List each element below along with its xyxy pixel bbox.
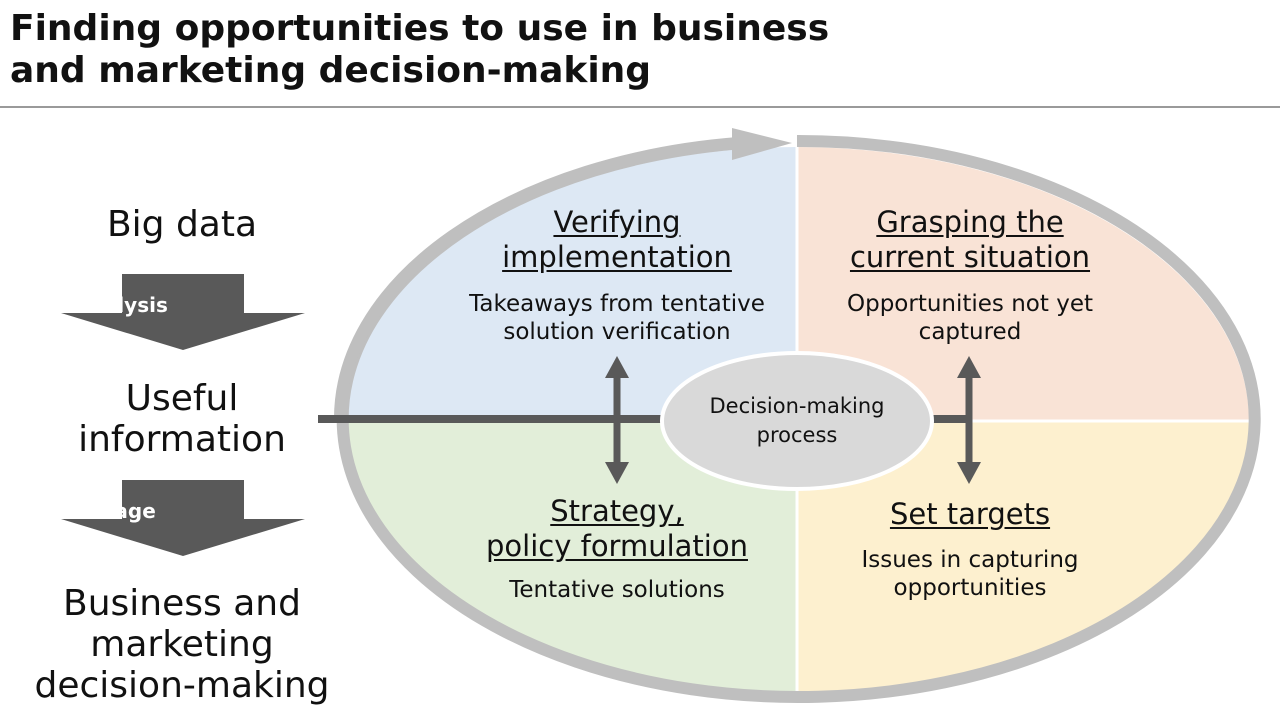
double-arrow-left-icon bbox=[605, 356, 629, 484]
title-line-2: and marketing decision-making bbox=[10, 50, 652, 91]
useful-information-label: Useful information bbox=[62, 378, 302, 460]
down-arrow-icon bbox=[61, 480, 305, 556]
page-title: Finding opportunities to use in business… bbox=[10, 8, 829, 92]
result-label: Business and marketing decision-making bbox=[22, 583, 342, 706]
result-line-1: Business and bbox=[63, 583, 301, 624]
double-arrow-right-icon bbox=[957, 356, 981, 484]
verifying-desc-line-1: Takeaways from tentative bbox=[469, 291, 765, 317]
analysis-label: Analysis bbox=[74, 293, 168, 317]
verifying-desc-line-2: solution verification bbox=[503, 319, 731, 345]
targets-title: Set targets bbox=[889, 497, 1051, 531]
center-line-1: Decision-making bbox=[709, 394, 885, 418]
grasping-desc-line-2: captured bbox=[918, 319, 1022, 345]
analysis-arrow: Analysis bbox=[0, 274, 320, 354]
strategy-title-line-1: Strategy, bbox=[550, 494, 684, 528]
verifying-title-line-2: implementation bbox=[502, 240, 732, 274]
usage-label: Usage bbox=[86, 499, 156, 523]
verifying-title: Verifying implementation bbox=[437, 205, 797, 275]
center-process-label: Decision-making process bbox=[667, 392, 927, 450]
down-arrow-icon bbox=[61, 274, 305, 350]
cycle-arrow-head bbox=[732, 128, 792, 160]
center-line-2: process bbox=[756, 423, 838, 447]
grasping-title-line-2: current situation bbox=[849, 240, 1091, 274]
grasping-desc-line-1: Opportunities not yet bbox=[846, 291, 1093, 317]
targets-description: Issues in capturing opportunities bbox=[790, 546, 1150, 602]
big-data-label: Big data bbox=[106, 204, 258, 245]
result-line-2: marketing bbox=[90, 624, 274, 665]
targets-desc-line-2: opportunities bbox=[893, 575, 1047, 601]
title-line-1: Finding opportunities to use in business bbox=[10, 8, 830, 49]
usage-arrow: Usage bbox=[0, 480, 320, 560]
grasping-title: Grasping the current situation bbox=[790, 205, 1150, 275]
strategy-title: Strategy, policy formulation bbox=[437, 494, 797, 564]
verifying-title-line-1: Verifying bbox=[553, 205, 681, 239]
useful-line-2: information bbox=[78, 419, 286, 460]
verifying-description: Takeaways from tentative solution verifi… bbox=[427, 290, 807, 346]
useful-line-1: Useful bbox=[125, 378, 239, 419]
center-process-ellipse bbox=[660, 351, 934, 491]
grasping-title-line-1: Grasping the bbox=[876, 205, 1064, 239]
strategy-title-line-2: policy formulation bbox=[486, 529, 748, 563]
strategy-description: Tentative solutions bbox=[509, 577, 725, 603]
targets-desc-line-1: Issues in capturing bbox=[861, 547, 1079, 573]
grasping-description: Opportunities not yet captured bbox=[790, 290, 1150, 346]
cycle-ring-upper-left bbox=[333, 137, 739, 422]
title-divider bbox=[0, 106, 1280, 108]
result-line-3: decision-making bbox=[34, 665, 330, 706]
